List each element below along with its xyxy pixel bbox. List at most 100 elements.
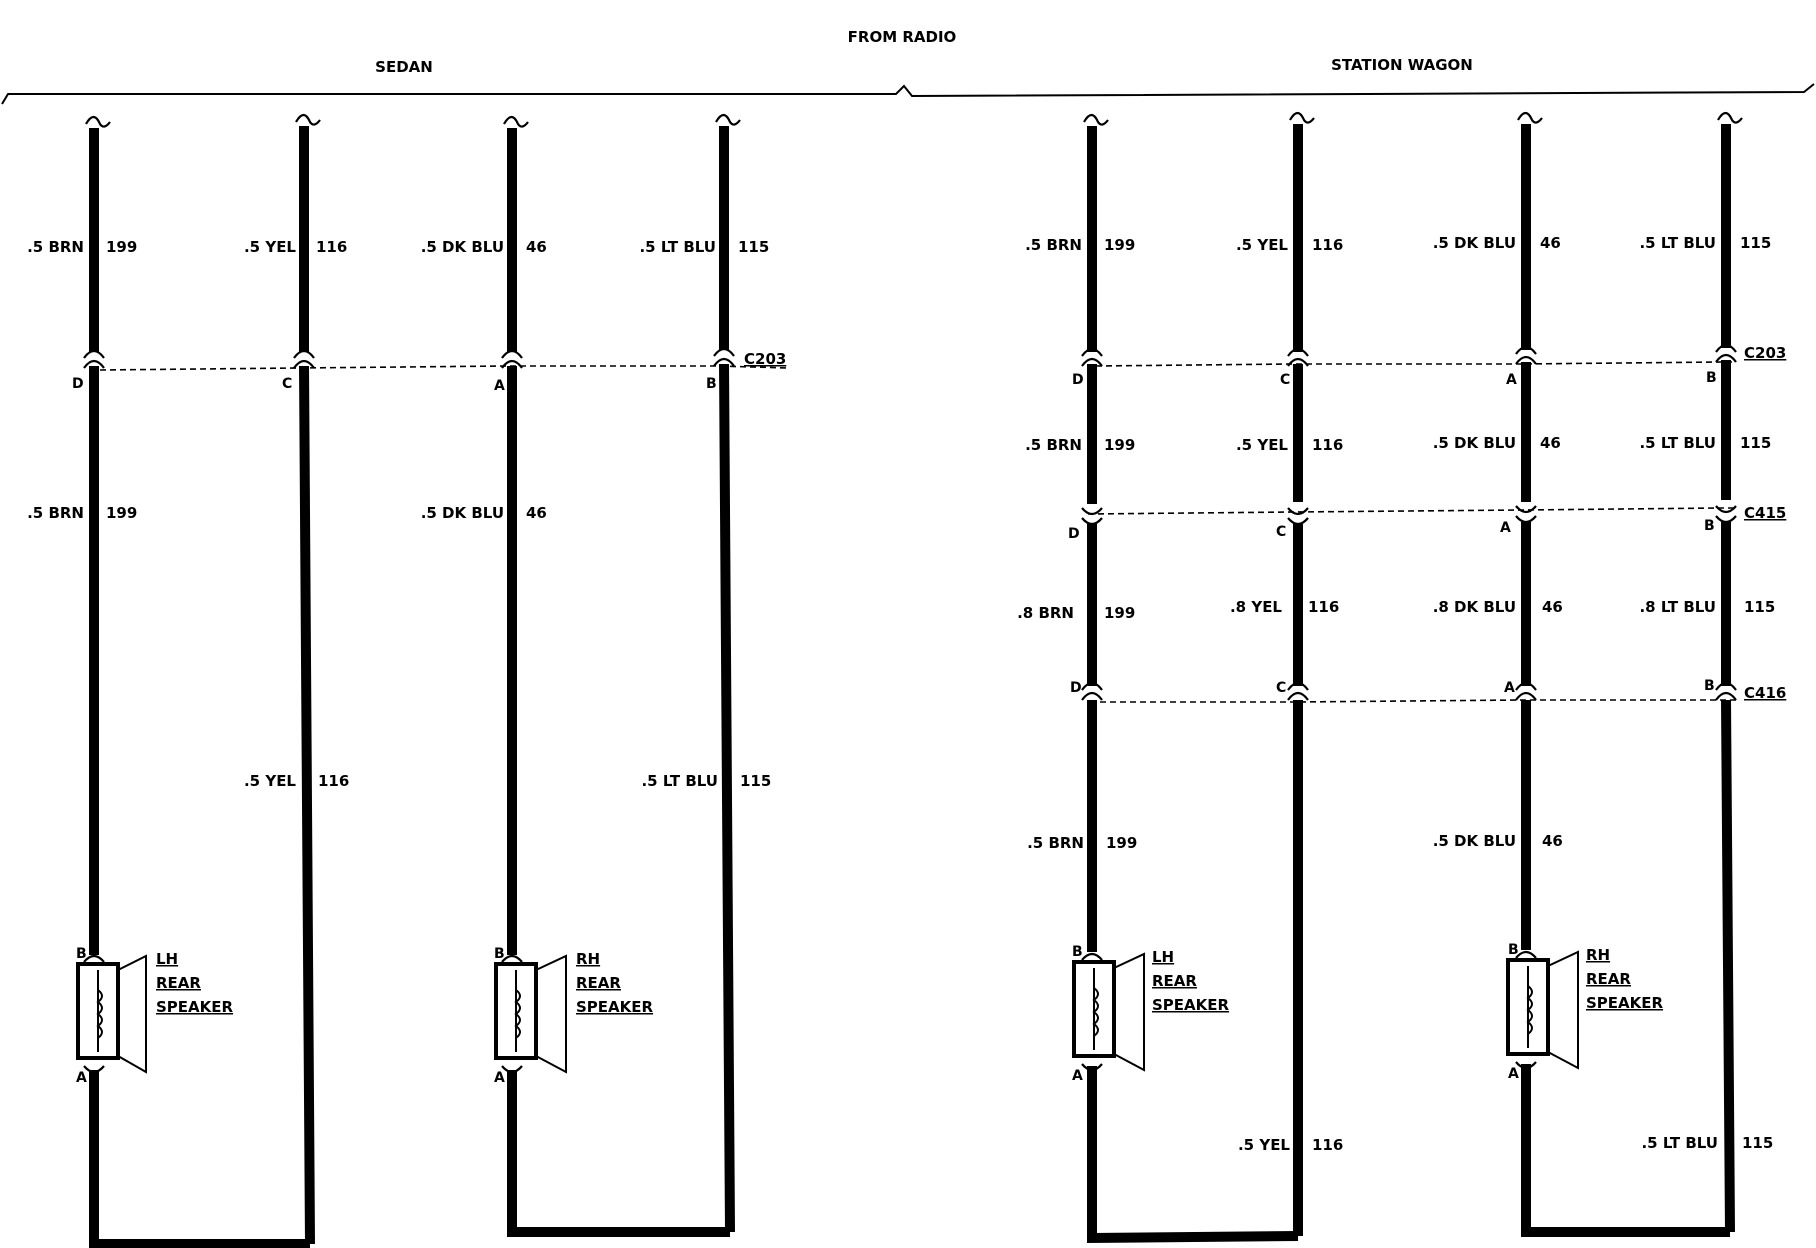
circuit-number-label: 116 bbox=[316, 238, 347, 256]
pin-label: A bbox=[1506, 372, 1517, 388]
pin-label: B bbox=[1704, 678, 1715, 694]
circuit-number-label: 116 bbox=[318, 772, 349, 790]
circuit-number-label: 115 bbox=[1742, 1134, 1773, 1152]
circuit-number-label: 46 bbox=[1542, 598, 1563, 616]
circuit-number-label: 115 bbox=[1744, 598, 1775, 616]
wire-color-label: .8 DK BLU bbox=[1433, 598, 1516, 616]
circuit-number-label: 115 bbox=[1740, 234, 1771, 252]
wagon-wiring bbox=[1081, 111, 1743, 1244]
pin-label: A bbox=[1508, 1066, 1519, 1082]
pin-label: D bbox=[1068, 526, 1080, 542]
pin-label: D bbox=[1072, 372, 1084, 388]
wagon-labels: .5 BRN 199 .5 YEL 116 .5 DK BLU 46 .5 LT… bbox=[1017, 234, 1786, 1154]
speaker-rear-label: REAR bbox=[1152, 972, 1197, 990]
wire-color-label: .5 DK BLU bbox=[421, 238, 504, 256]
circuit-number-label: 116 bbox=[1308, 598, 1339, 616]
connector-label: C203 bbox=[744, 350, 786, 368]
pin-label: B bbox=[1704, 518, 1715, 534]
pin-label: C bbox=[1280, 372, 1290, 388]
circuit-number-label: 199 bbox=[1104, 236, 1135, 254]
pin-label: B bbox=[1072, 944, 1083, 960]
circuit-number-label: 46 bbox=[1540, 234, 1561, 252]
speaker-rear-label: REAR bbox=[1586, 970, 1631, 988]
circuit-number-label: 46 bbox=[1540, 434, 1561, 452]
sedan-lh-rear-speaker bbox=[76, 954, 147, 1074]
pin-label: B bbox=[1508, 942, 1519, 958]
speaker-side-label: RH bbox=[576, 950, 600, 968]
wire-color-label: .5 YEL bbox=[244, 238, 296, 256]
circuit-number-label: 199 bbox=[106, 504, 137, 522]
sedan-label: SEDAN bbox=[375, 58, 433, 76]
pin-label: A bbox=[494, 378, 505, 394]
pin-label: B bbox=[494, 946, 505, 962]
wire-color-label: .8 LT BLU bbox=[1639, 598, 1716, 616]
header-bracket bbox=[1, 83, 1815, 105]
wire-color-label: .5 YEL bbox=[1236, 236, 1288, 254]
circuit-number-label: 46 bbox=[526, 504, 547, 522]
connector-label: C415 bbox=[1744, 504, 1786, 522]
pin-label: A bbox=[76, 1070, 87, 1086]
wire-color-label: .5 DK BLU bbox=[1433, 434, 1516, 452]
wire-color-label: .5 BRN bbox=[27, 238, 84, 256]
pin-label: A bbox=[1500, 520, 1511, 536]
speaker-name-label: SPEAKER bbox=[1586, 994, 1664, 1012]
speaker-rear-label: REAR bbox=[156, 974, 201, 992]
circuit-number-label: 46 bbox=[526, 238, 547, 256]
wire-color-label: .5 LT BLU bbox=[1641, 1134, 1718, 1152]
connector-label: C203 bbox=[1744, 344, 1786, 362]
wire-color-label: .8 YEL bbox=[1230, 598, 1282, 616]
wire-color-label: .5 LT BLU bbox=[1639, 434, 1716, 452]
circuit-number-label: 116 bbox=[1312, 436, 1343, 454]
wire-color-label: .5 BRN bbox=[1027, 834, 1084, 852]
speaker-side-label: LH bbox=[1152, 948, 1174, 966]
circuit-number-label: 116 bbox=[1312, 1136, 1343, 1154]
pin-label: C bbox=[1276, 680, 1286, 696]
sedan-rh-rear-speaker bbox=[494, 954, 567, 1074]
wire-color-label: .5 BRN bbox=[1025, 436, 1082, 454]
pin-label: A bbox=[1072, 1068, 1083, 1084]
wire-color-label: .5 YEL bbox=[1236, 436, 1288, 454]
wire-color-label: .5 YEL bbox=[244, 772, 296, 790]
circuit-number-label: 46 bbox=[1542, 832, 1563, 850]
wagon-rh-rear-speaker bbox=[1506, 950, 1579, 1070]
pin-label: A bbox=[1504, 680, 1515, 696]
wire-color-label: .5 LT BLU bbox=[1639, 234, 1716, 252]
circuit-number-label: 199 bbox=[1104, 604, 1135, 622]
wire-color-label: .5 YEL bbox=[1238, 1136, 1290, 1154]
wire-color-label: .5 BRN bbox=[27, 504, 84, 522]
wire-color-label: .5 DK BLU bbox=[421, 504, 504, 522]
wire-color-label: .5 BRN bbox=[1025, 236, 1082, 254]
circuit-number-label: 199 bbox=[106, 238, 137, 256]
wire-color-label: .5 LT BLU bbox=[639, 238, 716, 256]
pin-label: B bbox=[1706, 370, 1717, 386]
sedan-wiring bbox=[83, 113, 789, 1248]
wire-color-label: .5 DK BLU bbox=[1433, 234, 1516, 252]
pin-label: D bbox=[72, 376, 84, 392]
from-radio-label: FROM RADIO bbox=[848, 28, 957, 46]
wire-color-label: .5 LT BLU bbox=[641, 772, 718, 790]
pin-label: B bbox=[76, 946, 87, 962]
pin-label: C bbox=[282, 376, 292, 392]
circuit-number-label: 115 bbox=[740, 772, 771, 790]
wagon-lh-rear-speaker bbox=[1072, 952, 1145, 1072]
speaker-side-label: RH bbox=[1586, 946, 1610, 964]
speaker-name-label: SPEAKER bbox=[1152, 996, 1230, 1014]
circuit-number-label: 199 bbox=[1104, 436, 1135, 454]
circuit-number-label: 115 bbox=[738, 238, 769, 256]
pin-label: D bbox=[1070, 680, 1082, 696]
wire-color-label: .8 BRN bbox=[1017, 604, 1074, 622]
circuit-number-label: 199 bbox=[1106, 834, 1137, 852]
pin-label: B bbox=[706, 376, 717, 392]
circuit-number-label: 115 bbox=[1740, 434, 1771, 452]
speaker-name-label: SPEAKER bbox=[576, 998, 654, 1016]
speaker-rear-label: REAR bbox=[576, 974, 621, 992]
pin-label: A bbox=[494, 1070, 505, 1086]
speaker-side-label: LH bbox=[156, 950, 178, 968]
connector-label: C416 bbox=[1744, 684, 1786, 702]
station-wagon-label: STATION WAGON bbox=[1331, 56, 1473, 74]
wire-color-label: .5 DK BLU bbox=[1433, 832, 1516, 850]
speaker-name-label: SPEAKER bbox=[156, 998, 234, 1016]
circuit-number-label: 116 bbox=[1312, 236, 1343, 254]
sedan-labels: .5 BRN 199 .5 YEL 116 .5 DK BLU 46 .5 LT… bbox=[27, 238, 786, 1086]
